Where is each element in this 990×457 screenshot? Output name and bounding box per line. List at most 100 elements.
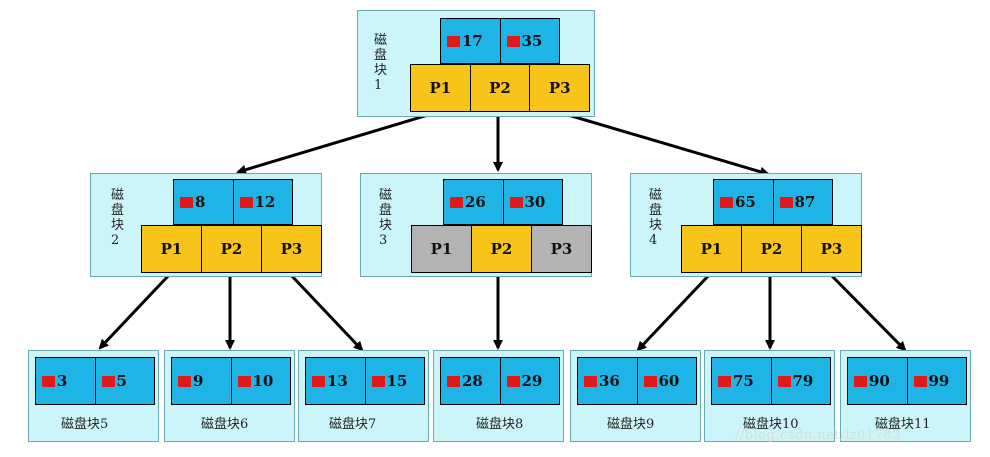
key-value: 15 [386,372,408,390]
record-marker [718,375,731,387]
record-marker [178,375,191,387]
disk-block-2-label: 磁盘块2 [111,188,125,248]
record-marker [239,196,253,208]
disk-block-8-label: 磁盘块8 [476,417,524,432]
key-value: 29 [521,372,543,390]
key-value: 5 [116,372,127,390]
key-cell: 8 [174,180,234,224]
disk-block-6: 9 10 磁盘块6 [164,350,295,442]
arrow-n4-p3 [828,272,907,352]
disk-block-4-label: 磁盘块4 [649,188,663,248]
disk-block-10-label: 磁盘块10 [743,417,799,432]
disk-block-8: 28 29 磁盘块8 [433,350,564,442]
pointer-p2: P2 [470,65,531,111]
arrow-n4-p1 [636,272,712,352]
pointer-p2: P2 [472,226,532,272]
record-marker [913,375,927,387]
record-marker [447,375,460,387]
record-marker [720,196,733,208]
pointer-row: P1 P2 P3 [141,225,322,273]
key-value: 99 [928,372,950,390]
pointer-row: P1 P2 P3 [410,64,590,112]
record-marker [371,375,385,387]
key-value: 30 [524,193,546,211]
record-marker [447,35,460,47]
arrow-n1-p3 [557,110,770,177]
watermark: //blog.csdn.net/lz01783 [735,428,901,443]
key-row: 36 60 [577,357,697,405]
arrow-n1-p1 [236,110,439,175]
key-cell: 60 [637,358,696,404]
record-marker [237,375,251,387]
disk-block-5: 3 5 磁盘块5 [28,350,159,442]
record-marker [506,35,520,47]
disk-block-10: 75 79 磁盘块10 [704,350,835,442]
record-marker [506,375,520,387]
key-cell: 36 [578,358,638,404]
disk-block-1-label: 磁盘块1 [374,33,388,93]
disk-block-2: 磁盘块2 8 12 P1 P2 P3 [90,173,322,277]
key-cell: 10 [231,358,290,404]
key-value: 75 [733,372,754,390]
key-row: 13 15 [305,357,425,405]
key-cell: 28 [441,358,501,404]
pointer-p2: P2 [742,226,802,272]
key-value: 9 [193,372,204,390]
pointer-row: P1 P2 P3 [681,225,862,273]
key-cell: 12 [233,180,292,224]
record-marker [312,375,325,387]
key-cell: 15 [365,358,424,404]
pointer-p3: P3 [530,65,590,111]
key-row: 17 35 [440,18,560,64]
key-value: 36 [599,372,620,390]
key-value: 8 [195,193,206,211]
key-cell: 29 [500,358,559,404]
pointer-p3-null: P3 [532,226,591,272]
key-row: 26 30 [443,179,563,225]
key-cell: 30 [503,180,562,224]
pointer-p1: P1 [142,226,202,272]
pointer-p1-null: P1 [412,226,472,272]
key-cell: 65 [714,180,774,224]
disk-block-7-label: 磁盘块7 [329,417,377,432]
pointer-p2: P2 [202,226,262,272]
disk-block-7: 13 15 磁盘块7 [298,350,429,442]
key-value: 79 [792,372,814,390]
key-row: 65 87 [713,179,833,225]
record-marker [450,196,463,208]
disk-block-6-label: 磁盘块6 [201,417,249,432]
arrow-n2-p3 [288,272,364,352]
key-value: 60 [658,372,680,390]
key-value: 90 [869,372,890,390]
pointer-row: P1 P2 P3 [411,225,592,273]
key-cell: 26 [444,180,504,224]
disk-block-11-label: 磁盘块11 [875,417,931,432]
disk-block-1: 磁盘块1 17 35 P1 P2 P3 [357,10,595,117]
disk-block-4: 磁盘块4 65 87 P1 P2 P3 [630,173,862,277]
key-row: 90 99 [847,357,967,405]
key-cell: 5 [95,358,154,404]
key-value: 35 [521,32,543,50]
key-cell: 79 [771,358,830,404]
key-cell: 17 [441,19,501,63]
record-marker [101,375,115,387]
key-cell: 13 [306,358,366,404]
record-marker [584,375,597,387]
key-row: 3 5 [35,357,155,405]
pointer-p3: P3 [802,226,861,272]
record-marker [779,196,793,208]
key-value: 28 [462,372,483,390]
key-value: 3 [57,372,68,390]
disk-block-5-label: 磁盘块5 [61,417,109,432]
record-marker [777,375,791,387]
record-marker [42,375,55,387]
record-marker [509,196,523,208]
record-marker [643,375,657,387]
key-row: 28 29 [440,357,560,405]
disk-block-3: 磁盘块3 26 30 P1 P2 P3 [360,173,592,277]
arrow-n2-p1 [98,272,172,350]
pointer-p1: P1 [411,65,471,111]
disk-block-9: 36 60 磁盘块9 [570,350,701,442]
key-row: 8 12 [173,179,293,225]
